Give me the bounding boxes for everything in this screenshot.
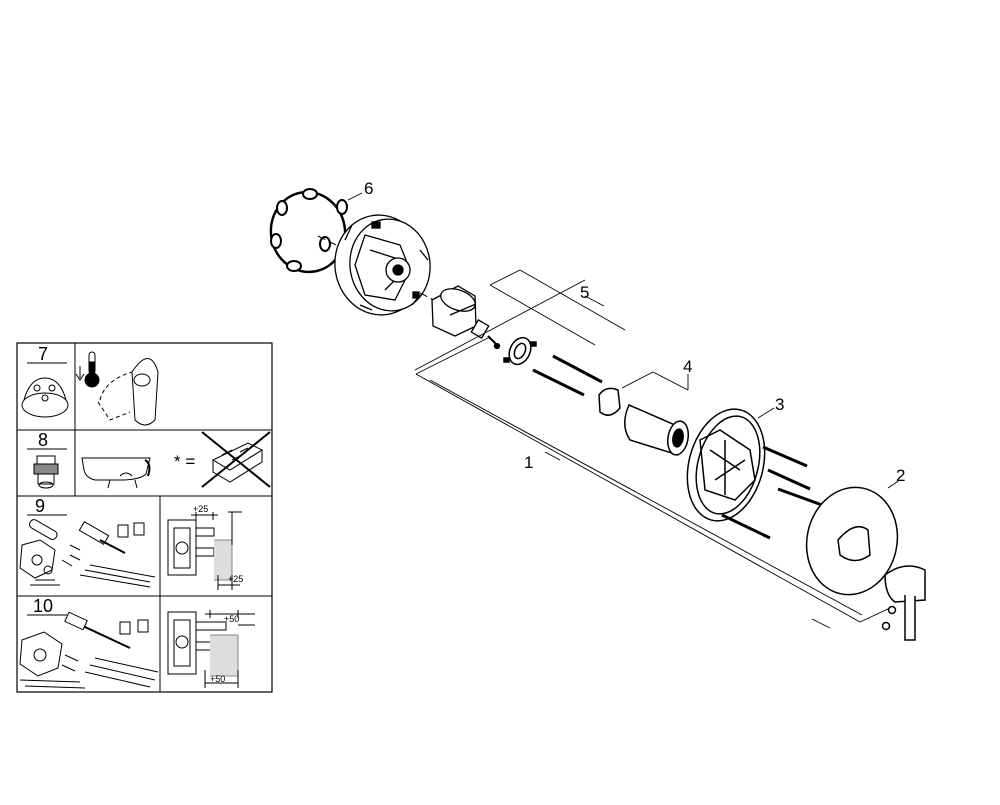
valve-body-part [334, 214, 431, 316]
sleeve-part [598, 387, 690, 456]
callout-1: 1 [524, 453, 533, 472]
variant-label-10: 10 [33, 596, 53, 616]
callout-2: 2 [896, 466, 905, 485]
callout-6: 6 [364, 179, 373, 198]
mounting-plate-part [686, 408, 766, 522]
asterisk-note: * = [174, 452, 195, 471]
seal-ring-part [269, 188, 348, 274]
variant-row-8: 8 * = [27, 430, 271, 489]
lever-handle-part [881, 565, 926, 641]
variant-row-10: 10 +50 +50 [19, 596, 255, 689]
adapter-ring-part [503, 336, 537, 366]
variant-label-7: 7 [38, 344, 48, 364]
callout-3: 3 [775, 395, 784, 414]
dimension-bottom-9: +25 [228, 574, 243, 584]
dimension-top-10: +50 [224, 614, 239, 624]
long-screws-part [721, 445, 823, 540]
lever-rotation-icon [97, 358, 159, 426]
dimension-top-9: +25 [193, 504, 208, 514]
handle-cap-icon [21, 377, 69, 418]
crossed-out-component-icon [201, 431, 271, 488]
thermometer-icon [75, 351, 100, 388]
mounting-screws-part [532, 354, 603, 397]
cartridge-icon [33, 455, 59, 489]
cartridge-part [431, 285, 501, 350]
bathtub-icon [81, 457, 151, 489]
variant-label-8: 8 [38, 430, 48, 450]
extension-dimension-icon-25 [167, 511, 242, 590]
variant-label-9: 9 [35, 496, 45, 516]
assembly-axis-line [317, 235, 343, 249]
escutcheon-part [805, 486, 899, 596]
variant-panel [16, 342, 273, 693]
extension-dimension-icon-50 [167, 610, 255, 688]
callout-5: 5 [580, 283, 589, 302]
callout-leader-lines [347, 192, 901, 629]
callout-4: 4 [683, 357, 692, 376]
dimension-bottom-10: +50 [210, 674, 225, 684]
variant-row-7: 7 [21, 344, 159, 426]
extension-kit-parts-icon [19, 519, 156, 588]
variant-row-9: 9 [19, 496, 243, 590]
extension-kit-parts-icon-long [19, 611, 159, 689]
